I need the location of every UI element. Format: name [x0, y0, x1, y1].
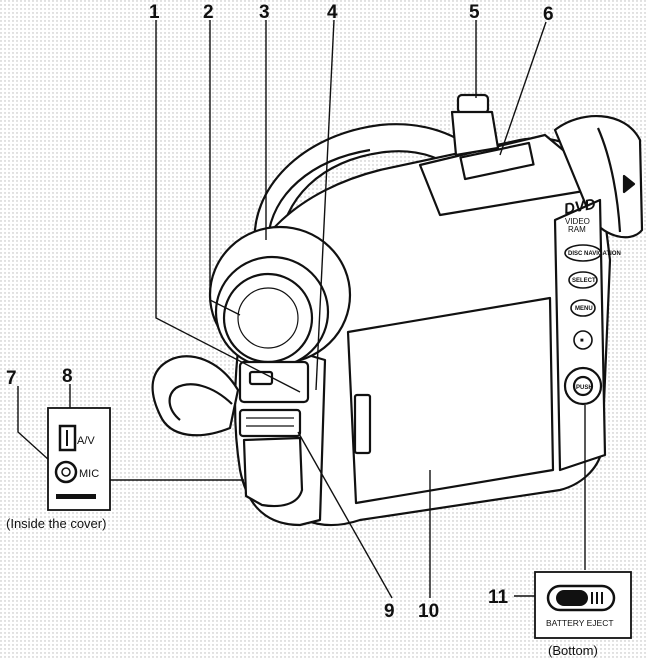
- menu-button: [570, 299, 596, 317]
- lens-inner: [237, 287, 299, 349]
- lcd-hinge: [353, 393, 372, 455]
- mic-grille: [238, 408, 302, 438]
- lcd-monitor: [346, 296, 555, 505]
- disc-navigation-button: [564, 244, 602, 262]
- callout-10: 10: [418, 601, 439, 622]
- battery-eject-knob: [556, 590, 588, 606]
- battery-inset: BATTERY EJECT (Bottom): [534, 571, 632, 658]
- stop-label: ■: [580, 338, 584, 344]
- accessory-shoe: [459, 141, 535, 181]
- callout-11: 11: [488, 587, 509, 608]
- zoom-mount: [450, 110, 500, 157]
- leader-4: [315, 19, 335, 391]
- leader-6: [499, 21, 547, 156]
- jack-inset: A/V MIC (Inside the cover): [6, 407, 111, 531]
- push-label: PUSH: [576, 385, 593, 391]
- leader-2: [209, 20, 241, 316]
- wrist-strap-inner: [168, 383, 233, 421]
- callout-9: 9: [384, 601, 395, 622]
- select-label: SELECT: [572, 278, 596, 284]
- av-label: A/V: [77, 435, 95, 447]
- dvd-sub-logo: VIDEO: [565, 217, 590, 226]
- wrist-strap: [151, 355, 240, 437]
- side-buttons: DVD VIDEO RAM DISC NAVIGATION SELECT MEN…: [563, 196, 621, 391]
- lens-glass: [222, 272, 314, 364]
- leader-lines: [17, 19, 586, 599]
- zoom-lever: [456, 93, 490, 115]
- mic-label: MIC: [79, 468, 99, 480]
- leader-7: [17, 386, 61, 471]
- jack-inset-bar: [56, 494, 96, 499]
- callout-3: 3: [259, 2, 270, 23]
- battery-eject-label: BATTERY EJECT: [546, 618, 614, 628]
- callout-numbers: 1 2 3 4 5 6 7 8 9 10 11: [6, 2, 554, 622]
- callout-6: 6: [543, 4, 554, 25]
- jack-inset-frame: [47, 407, 111, 511]
- select-button: [568, 271, 598, 289]
- callout-2: 2: [203, 2, 214, 23]
- stop-button: [573, 330, 593, 350]
- jack-cover: [242, 436, 304, 508]
- leader-9: [297, 431, 393, 599]
- callout-8: 8: [62, 366, 73, 387]
- jack-inset-caption: (Inside the cover): [6, 516, 106, 531]
- camcorder: [151, 93, 644, 527]
- viewfinder-arrow: [622, 174, 636, 194]
- dvd-logo: DVD: [563, 196, 597, 218]
- callout-4: 4: [327, 2, 338, 23]
- callout-5: 5: [469, 2, 480, 23]
- leader-1: [155, 20, 301, 393]
- ram-logo: RAM: [568, 225, 586, 234]
- remote-sensor: [248, 370, 274, 386]
- menu-label: MENU: [575, 306, 593, 312]
- top-handle-inner: [266, 148, 371, 239]
- battery-inset-caption: (Bottom): [548, 643, 598, 658]
- callout-7: 7: [6, 368, 17, 389]
- callout-1: 1: [149, 2, 160, 23]
- viewfinder-eyecup: [596, 127, 622, 233]
- disc-navigation-label: DISC NAVIGATION: [568, 251, 621, 257]
